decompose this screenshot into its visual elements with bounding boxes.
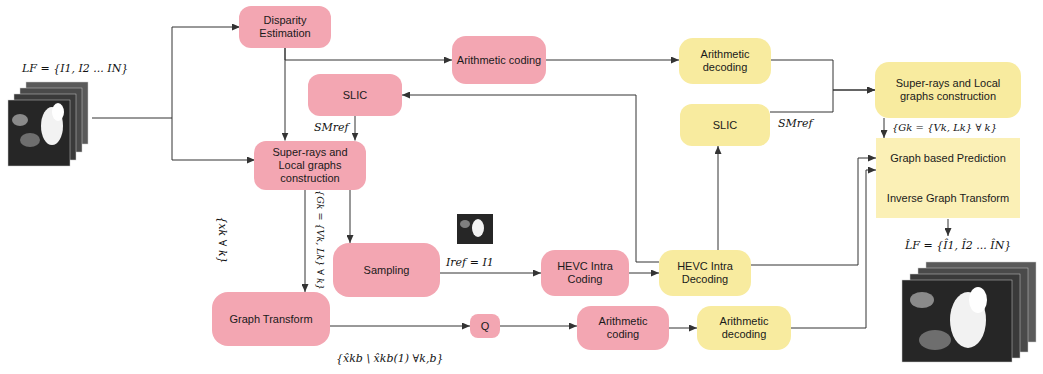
box-text-wrap: Sampling [364, 264, 410, 277]
box-label: Graph Transform [229, 313, 312, 326]
box-label: SLIC [713, 119, 737, 132]
box-text-wrap: Q [481, 320, 490, 333]
wire [172, 160, 255, 161]
flow-arrow [440, 273, 541, 274]
flow-arrow [771, 60, 875, 90]
process-box: Disparity Estimation [239, 6, 331, 48]
process-box: Sampling [333, 243, 440, 297]
process-box: SLIC [308, 74, 402, 116]
flow-arrow [718, 146, 719, 250]
box-text-wrap: HEVC Intra Coding [545, 260, 625, 286]
flow-arrow [884, 118, 885, 138]
box-text-wrap: Disparity Estimation [243, 14, 327, 40]
box-text-wrap: Arithmetic decoding [701, 315, 787, 341]
math-label: {x̂kb \ x̂kb(1) ∀k,b} [336, 352, 443, 365]
process-box: HEVC Intra Coding [541, 250, 629, 296]
process-box: Arithmetic coding [452, 36, 546, 84]
box-label: Q [481, 320, 490, 333]
flow-arrow [669, 328, 697, 329]
process-box: HEVC Intra Decoding [659, 250, 751, 296]
flow-arrow [285, 48, 452, 60]
box-label: Graph based Prediction [890, 152, 1006, 165]
math-label: {Gk = {Vk, Lk} ∀ k} [892, 121, 997, 134]
box-label: Super-rays and Local graphs construction [879, 77, 1017, 103]
math-label: SMref [778, 117, 813, 130]
math-label: {Gk = {Vk, Lk} ∀ k} [314, 190, 327, 290]
input-light-field-stack [8, 82, 88, 166]
box-label: Arithmetic coding [581, 315, 665, 341]
wire [92, 118, 172, 119]
foliage [20, 133, 40, 147]
box-label: HEVC Intra Decoding [663, 260, 747, 286]
process-box: Graph Transform [212, 292, 330, 346]
box-text-wrap: SLIC [713, 119, 737, 132]
box-text-wrap: Inverse Graph Transform [887, 192, 1009, 205]
process-box: Q [470, 314, 500, 338]
flow-arrow [770, 90, 875, 112]
process-box: Arithmetic decoding [697, 306, 791, 350]
output-light-field-stack [902, 262, 1036, 362]
box-text-wrap: Graph Transform [229, 313, 312, 326]
reference-thumbnail [457, 214, 493, 244]
box-text-wrap: Graph based Prediction [890, 152, 1006, 165]
process-box: SLIC [680, 104, 770, 146]
box-text-wrap: Super-rays and Local graphs construction [258, 146, 362, 185]
flow-arrow [500, 326, 577, 327]
math-label: {xk ∀ k} [216, 216, 229, 263]
flow-arrow [791, 170, 876, 328]
box-text-wrap: HEVC Intra Decoding [663, 260, 747, 286]
box-text-wrap: Arithmetic coding [581, 315, 665, 341]
math-label: SMref [314, 121, 349, 134]
box-text-wrap: Arithmetic decoding [683, 48, 767, 74]
box-label: Arithmetic decoding [683, 48, 767, 74]
output-wire [948, 219, 949, 236]
flower [472, 219, 484, 237]
box-text-wrap: Arithmetic coding [457, 54, 541, 67]
flow-arrow [629, 273, 659, 274]
foliage [460, 220, 470, 228]
box-label: Sampling [364, 264, 410, 277]
process-box: Graph based Prediction [876, 138, 1020, 178]
process-box: Arithmetic decoding [679, 38, 771, 84]
input-wires [92, 27, 255, 160]
flower [52, 103, 64, 121]
thumbnail-image [457, 214, 493, 244]
process-box: Super-rays and Local graphs construction [875, 62, 1021, 118]
box-text-wrap: SLIC [343, 89, 367, 102]
box-text-wrap: Super-rays and Local graphs construction [879, 77, 1017, 103]
foliage [919, 330, 951, 350]
flow-arrow [402, 95, 659, 262]
foliage [910, 292, 934, 308]
flow-arrow [285, 48, 286, 141]
flow-arrow [751, 158, 876, 265]
process-box: Inverse Graph Transform [876, 178, 1020, 218]
view-image [902, 280, 1012, 362]
view-image [8, 100, 70, 166]
wire [172, 27, 173, 160]
box-label: Super-rays and Local graphs construction [258, 146, 362, 185]
box-label: SLIC [343, 89, 367, 102]
flow-arrow [355, 116, 356, 141]
flower [969, 287, 987, 313]
box-label: Disparity Estimation [243, 14, 327, 40]
math-label: L̂F = {Î1, Î2 ... ÎN} [905, 239, 1011, 252]
box-label: Arithmetic coding [457, 54, 541, 67]
box-label: Inverse Graph Transform [887, 192, 1009, 205]
box-label: Arithmetic decoding [701, 315, 787, 341]
box-label: HEVC Intra Coding [545, 260, 625, 286]
flow-arrow [350, 190, 351, 244]
process-box: Super-rays and Local graphs construction [254, 141, 366, 190]
math-label: Iref = I1 [446, 256, 494, 269]
wire [172, 27, 240, 28]
process-box: Arithmetic coding [577, 306, 669, 350]
flow-arrow [305, 190, 306, 293]
flow-arrow [330, 326, 470, 327]
math-label: LF = {I1, I2 ... IN} [22, 62, 128, 75]
foliage [12, 114, 28, 126]
flow-arrow [546, 60, 679, 61]
